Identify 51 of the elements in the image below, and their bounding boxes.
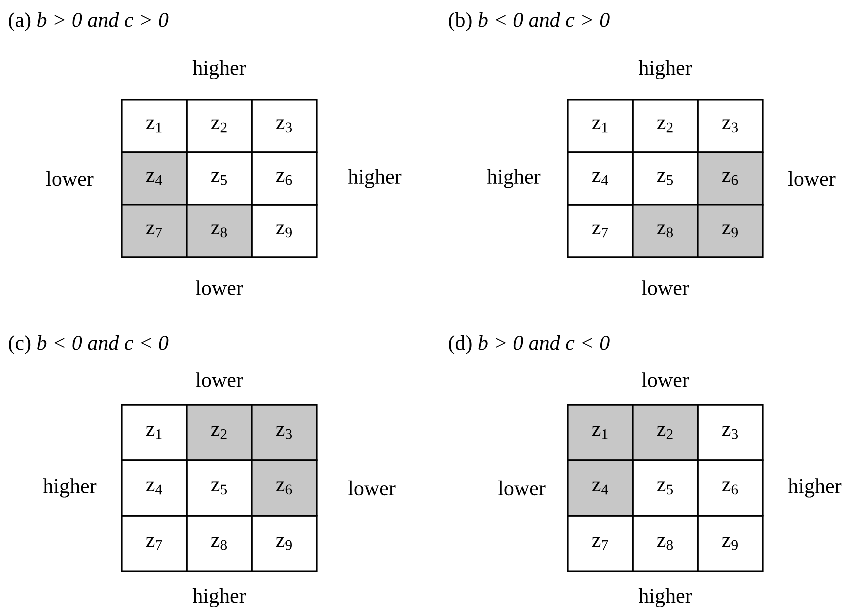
panel-heading: (c) b < 0 and c < 0: [9, 335, 169, 355]
grid-cell: z$_{8}$: [632, 204, 699, 258]
side-label: higher: [43, 478, 97, 498]
grid-cell: z$_{4}$: [567, 152, 634, 206]
side-label: lower: [46, 171, 94, 186]
grid-cell: z$_{9}$: [251, 204, 318, 258]
grid-cell: z$_{1}$: [567, 99, 634, 154]
grid-cell: z$_{7}$: [121, 204, 188, 258]
grid-cell: z$_{4}$: [121, 152, 188, 206]
side-label: lower: [788, 171, 836, 186]
grid-cell: z$_{1}$: [121, 99, 188, 154]
side-label: lower: [348, 480, 396, 496]
grid-cell: z$_{3}$: [697, 404, 764, 462]
grid-cell: z$_{7}$: [567, 515, 634, 572]
panel-heading: (b) b < 0 and c > 0: [449, 12, 610, 32]
grid-cell: z$_{1}$: [567, 404, 634, 462]
side-label: lower: [498, 480, 546, 496]
grid-cell: z$_{6}$: [251, 460, 318, 517]
side-label: higher: [348, 169, 402, 188]
side-label: lower: [196, 280, 244, 296]
side-label: lower: [196, 372, 244, 388]
grid-cell: z$_{2}$: [186, 404, 253, 462]
grid-cell: z$_{3}$: [697, 99, 764, 154]
grid-cell: z$_{5}$: [632, 460, 699, 517]
side-label: higher: [487, 169, 541, 188]
grid-cell: z$_{2}$: [632, 99, 699, 154]
panel-heading: (d) b > 0 and c < 0: [449, 335, 610, 355]
grid-cell: z$_{6}$: [697, 460, 764, 517]
grid-cell: z$_{9}$: [251, 515, 318, 572]
grid-cell: z$_{4}$: [567, 460, 634, 517]
grid-cell: z$_{8}$: [186, 515, 253, 572]
side-label: lower: [642, 280, 690, 296]
side-label: higher: [192, 60, 246, 80]
grid-cell: z$_{9}$: [697, 515, 764, 572]
side-label: lower: [642, 372, 690, 388]
grid-cell: z$_{9}$: [697, 204, 764, 258]
side-label: higher: [192, 588, 246, 608]
grid-cell: z$_{6}$: [251, 152, 318, 206]
grid-cell: z$_{2}$: [186, 99, 253, 154]
panel-heading: (a) b > 0 and c > 0: [9, 12, 169, 32]
grid-cell: z$_{3}$: [251, 99, 318, 154]
grid-cell: z$_{4}$: [121, 460, 188, 517]
side-label: higher: [638, 588, 692, 608]
grid-cell: z$_{2}$: [632, 404, 699, 462]
grid-cell: z$_{8}$: [186, 204, 253, 258]
grid-cell: z$_{7}$: [121, 515, 188, 572]
grid-cell: z$_{6}$: [697, 152, 764, 206]
grid-cell: z$_{8}$: [632, 515, 699, 572]
side-label: higher: [638, 60, 692, 80]
side-label: higher: [788, 478, 842, 498]
grid-cell: z$_{3}$: [251, 404, 318, 462]
